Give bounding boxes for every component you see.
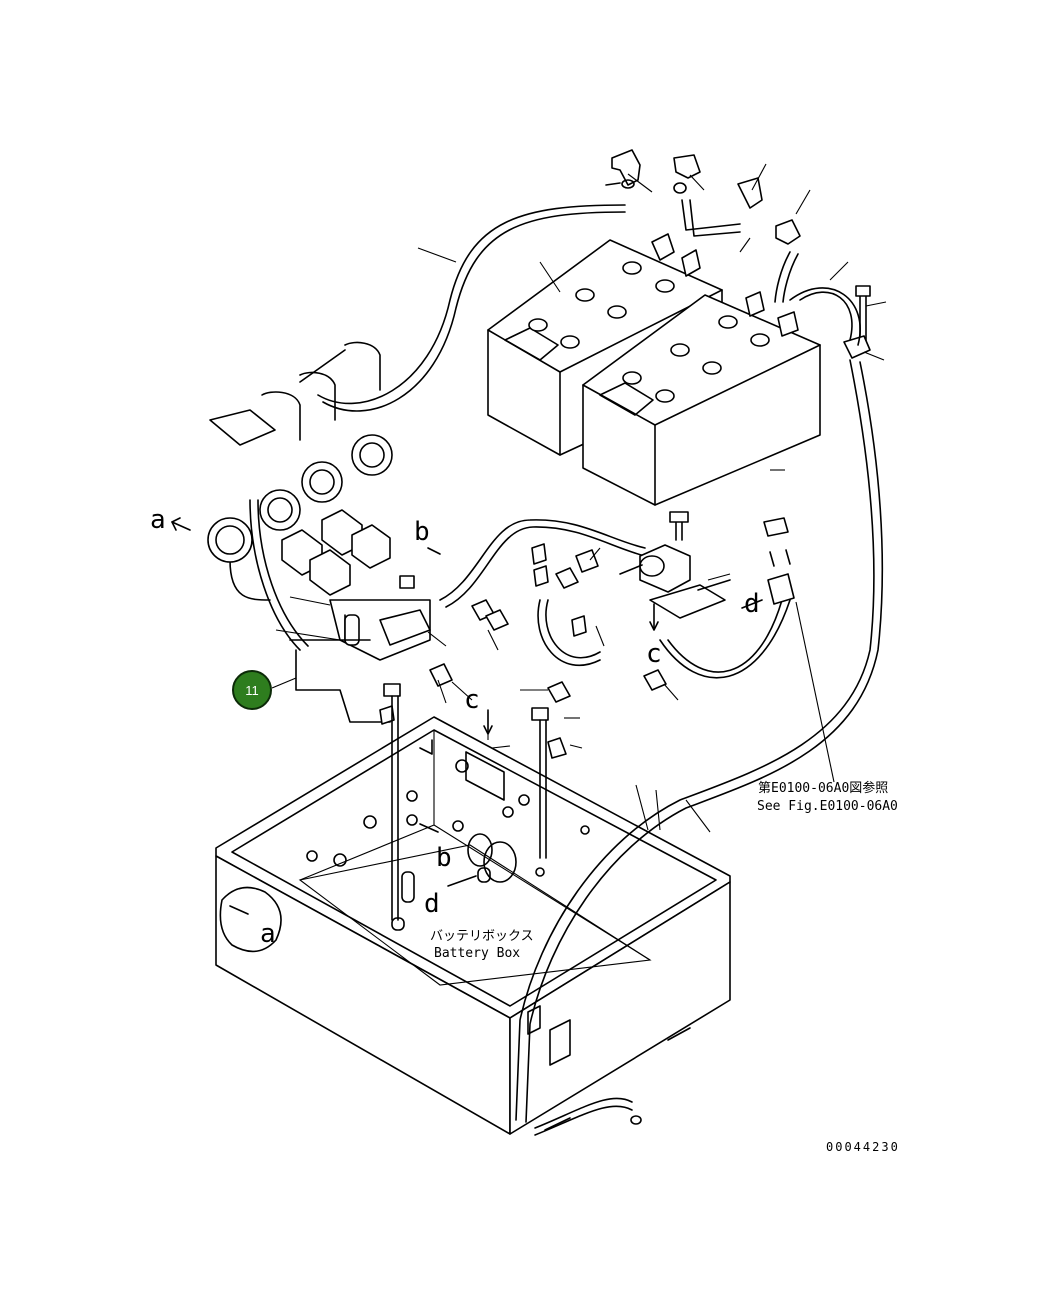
leader-lines: [271, 163, 887, 833]
bolts: [383, 511, 689, 921]
view-letter-b-upper: b: [414, 517, 430, 547]
view-letter-c-mid: c: [464, 685, 480, 715]
battery-terminals: [651, 233, 799, 337]
view-arrows: [171, 517, 763, 915]
part-callout-11[interactable]: 11: [232, 670, 272, 710]
reference-note-english: See Fig.E0100-06A0: [757, 799, 898, 814]
battery-right: [582, 294, 821, 506]
battery-box-label-english: Battery Box: [434, 946, 520, 961]
view-letter-d-right: d: [744, 589, 760, 619]
view-letter-d-lower: d: [424, 889, 440, 919]
battery-box-label-japanese: バッテリボックス: [430, 929, 534, 944]
relay-assembly: [207, 341, 431, 661]
view-letter-c-right: c: [646, 639, 662, 669]
drawing-number: 00044230: [826, 1140, 900, 1154]
part-callout-number: 11: [245, 682, 259, 698]
view-letter-b-lower: b: [436, 843, 452, 873]
battery-box: [215, 716, 731, 1135]
view-letter-a-upper: a: [150, 505, 166, 535]
reference-note-japanese: 第E0100-06A0図参照: [758, 780, 888, 796]
box-hardware: [306, 739, 590, 931]
cables: [229, 199, 884, 1136]
connectors-right: [379, 517, 795, 759]
view-letter-a-lower: a: [260, 919, 276, 949]
terminal-caps: [605, 149, 871, 359]
battery-relay: [619, 544, 731, 619]
